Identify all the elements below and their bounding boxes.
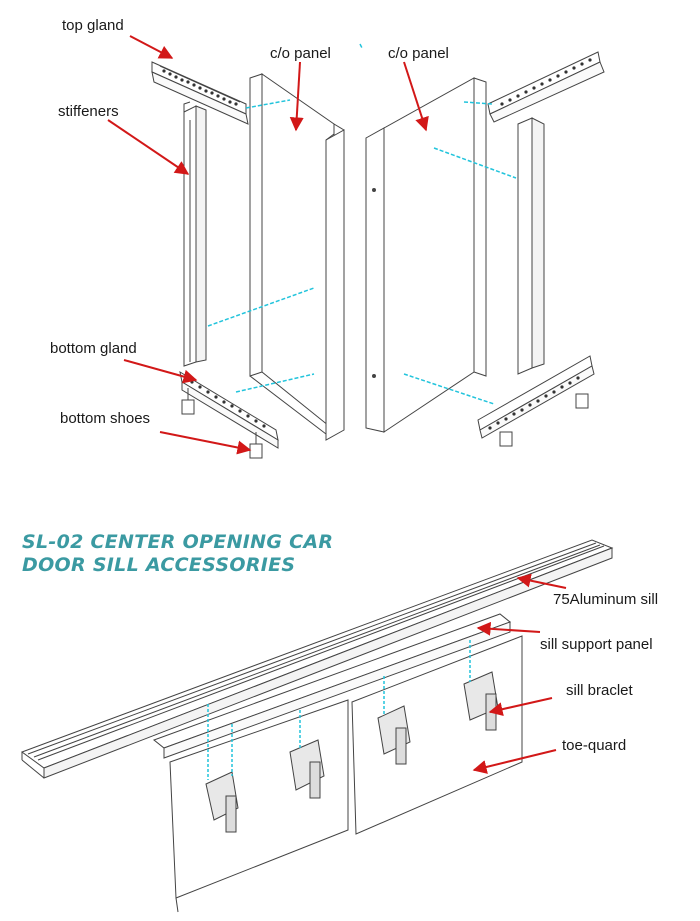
top-gland-right: [487, 51, 605, 123]
diagram-title-line2: DOOR SILL ACCESSORIES: [22, 554, 296, 576]
stiffener-left: [183, 101, 207, 367]
bottom-gland-left: [179, 370, 279, 449]
stiffener-right: [517, 117, 545, 375]
leader-arrows: [107, 35, 567, 774]
label-stiffeners: stiffeners: [58, 103, 119, 120]
bottom-shoe-right-a: [499, 431, 513, 447]
label-bottom-gland: bottom gland: [50, 340, 137, 357]
label-co-panel-right: c/o panel: [388, 45, 449, 62]
label-co-panel-left: c/o panel: [270, 45, 331, 62]
co-panel-left: [249, 73, 345, 441]
sill-bracket-2: [289, 739, 325, 799]
label-sill-braclet: sill braclet: [566, 682, 633, 699]
sill-connection-lines: [207, 640, 471, 780]
bottom-shoe-right-b: [575, 393, 589, 409]
sill-support-panel: [152, 613, 512, 759]
label-bottom-shoes: bottom shoes: [60, 410, 151, 427]
label-sill-support-panel: sill support panel: [540, 636, 653, 653]
top-gland-left: [151, 61, 249, 125]
bottom-shoe-left-a: [181, 388, 195, 415]
connection-lines: [207, 43, 517, 405]
diagram-title-line1: SL-02 CENTER OPENING CAR: [22, 531, 334, 553]
sill-bracket-1: [205, 771, 239, 833]
co-panel-right: [365, 77, 487, 433]
label-toe-guard: toe-quard: [562, 737, 627, 754]
sill-bracket-3: [377, 705, 411, 765]
bottom-shoe-left-b: [249, 432, 263, 459]
label-aluminum-sill: 75Aluminum sill: [553, 591, 659, 608]
label-top-gland: top gland: [62, 17, 124, 34]
aluminum-sill: [20, 539, 614, 779]
bottom-gland-right: [477, 355, 595, 439]
